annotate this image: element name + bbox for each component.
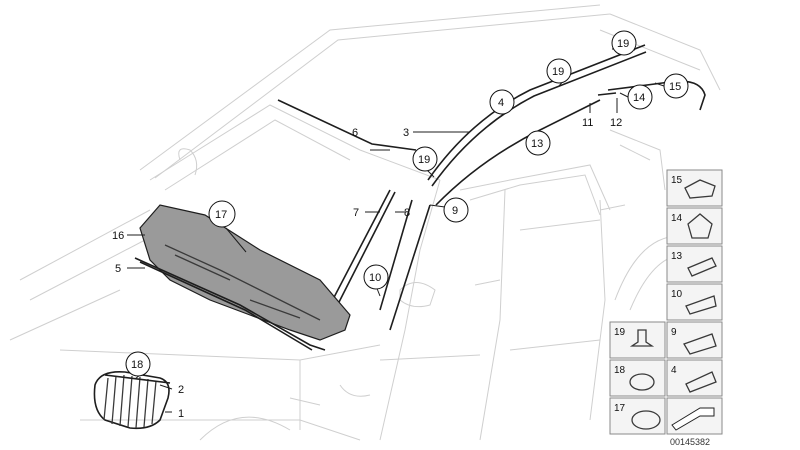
callout-7: 7	[353, 207, 359, 219]
callout-19-mid: 19	[552, 66, 564, 78]
callout-18: 18	[131, 359, 143, 371]
callout-2: 2	[178, 384, 184, 396]
parts-drawing	[93, 44, 706, 430]
legend-label-10: 10	[671, 289, 683, 300]
legend-panel: 15 14 13 10 9 4 19 18 17	[609, 169, 723, 435]
callout-4: 4	[498, 97, 504, 109]
legend-label-19: 19	[614, 327, 626, 338]
legend-label-4: 4	[671, 365, 677, 376]
legend-label-15: 15	[671, 175, 683, 186]
legend-label-13: 13	[671, 251, 683, 262]
legend-label-17: 17	[614, 403, 626, 414]
callout-12: 12	[610, 117, 622, 129]
callout-19-top: 19	[617, 38, 629, 50]
car-body-outline	[9, 4, 721, 441]
callout-17: 17	[215, 209, 227, 221]
callout-15: 15	[669, 81, 681, 93]
legend-label-9: 9	[671, 327, 677, 338]
callout-8: 8	[404, 207, 410, 219]
callout-labels: 1 2 3 4 5 6 7 8 9 10 11 12 13 14 15 16 1…	[112, 30, 689, 420]
kidney-grille	[93, 370, 170, 430]
callout-6: 6	[352, 127, 358, 139]
callout-14: 14	[633, 92, 645, 104]
callout-19-left: 19	[418, 154, 430, 166]
callout-10: 10	[369, 272, 381, 284]
callout-16: 16	[112, 230, 124, 242]
callout-3: 3	[403, 127, 409, 139]
callout-1: 1	[178, 408, 184, 420]
callout-13: 13	[531, 138, 543, 150]
callout-9: 9	[452, 205, 458, 217]
legend-label-14: 14	[671, 213, 683, 224]
legend-label-18: 18	[614, 365, 626, 376]
drawing-number: 00145382	[670, 437, 710, 447]
callout-11: 11	[582, 117, 593, 129]
callout-5: 5	[115, 263, 121, 275]
